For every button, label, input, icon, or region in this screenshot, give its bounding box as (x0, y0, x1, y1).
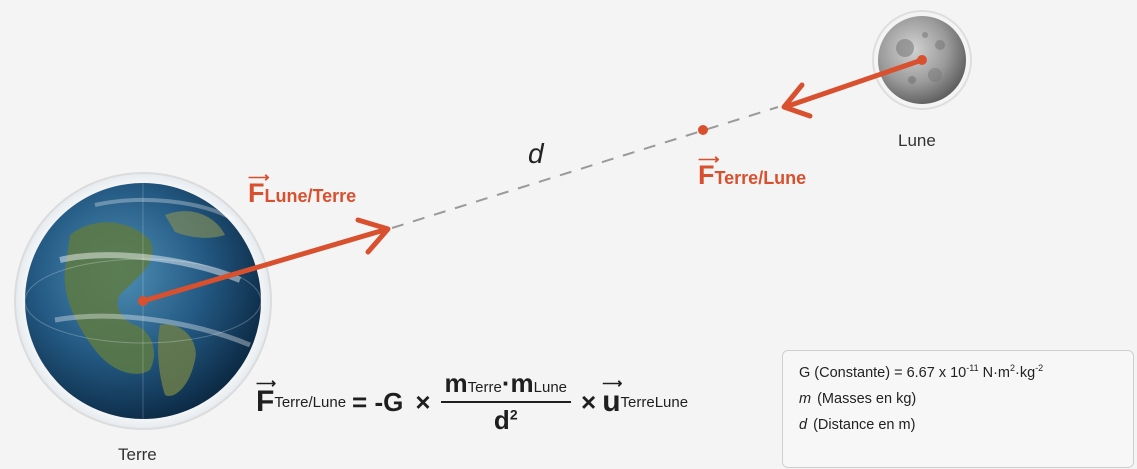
force-vector-lune-terre (138, 217, 391, 306)
earth-label: Terre (118, 445, 157, 464)
vector-arrow-icon: ⟶ (248, 169, 270, 186)
legend-g: G (Constante) = 6.67 x 10-11 N·m2·kg-2 (799, 363, 1044, 381)
formula-numerator: mTerre·mLune (440, 368, 572, 403)
legend-distance: d(Distance en m) (799, 416, 916, 433)
formula-times: × (415, 386, 431, 417)
force-vector-terre-lune (781, 55, 927, 119)
formula-equals-g: = -G (352, 386, 404, 417)
formula-unit-vector: ⟶u (602, 375, 623, 418)
force-label-terre-lune: ⟶FTerre/Lune (698, 151, 807, 190)
formula-fraction: mTerre·mLune d2 (440, 368, 572, 436)
distance-line (391, 106, 779, 229)
vector-arrow-icon: ⟶ (698, 151, 720, 168)
legend-box: G (Constante) = 6.67 x 10-11 N·m2·kg-2 m… (782, 350, 1134, 468)
formula-force-symbol: ⟶F (256, 375, 277, 418)
force-label-lune-terre: ⟶FLune/Terre (248, 169, 357, 208)
formula-times-2: × (581, 386, 597, 417)
legend-mass: m(Masses en kg) (799, 390, 917, 407)
formula-denominator: d2 (493, 405, 518, 435)
distance-label: d (528, 138, 544, 169)
moon-label: Lune (898, 131, 936, 150)
formula-unit-subscript: TerreLune (620, 393, 689, 411)
force-application-point (698, 125, 708, 135)
formula-force-subscript: Terre/Lune (274, 393, 347, 411)
